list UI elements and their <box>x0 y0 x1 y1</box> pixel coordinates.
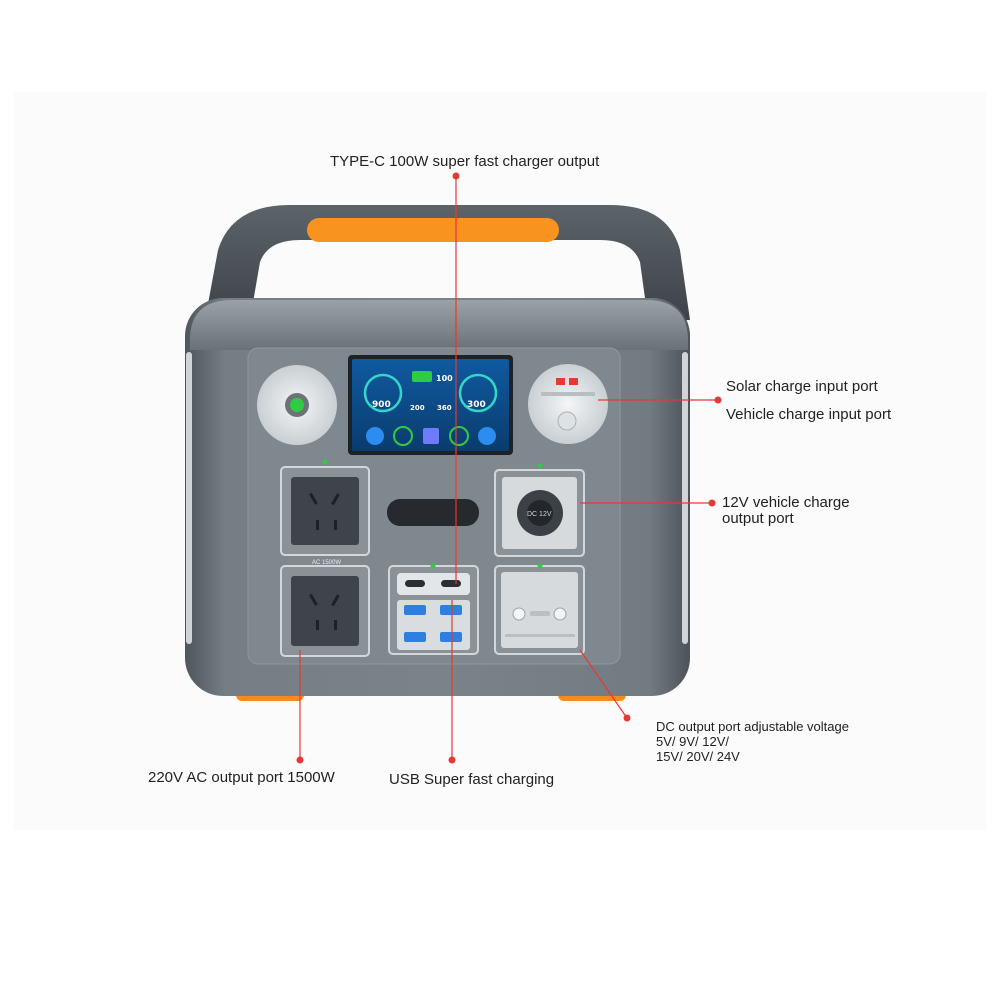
usb-a-port-3 <box>404 632 426 642</box>
lcd-screen: 100 900 300 200 360 <box>348 355 513 455</box>
screen-mid-right-value: 360 <box>437 404 452 412</box>
screen-battery-value: 100 <box>436 374 453 383</box>
callout-lines <box>299 176 718 760</box>
screen-icons-row <box>366 426 496 446</box>
usb-port-panel[interactable] <box>388 565 479 655</box>
right-gauge <box>458 373 498 413</box>
callout-12v-output-label-line2: output port <box>722 510 794 527</box>
ac-outlet-2[interactable] <box>280 565 370 657</box>
type-c-port-2 <box>441 580 461 587</box>
callout-12v-output-label-line1: 12V vehicle charge <box>722 494 850 511</box>
12v-vehicle-output-socket[interactable]: DC 12V <box>494 469 585 557</box>
callout-dc-label-line2: 5V/ 9V/ 12V/ <box>656 734 729 749</box>
screen-mid-left-value: 200 <box>410 404 425 412</box>
handle <box>205 205 690 320</box>
dc-adjustable-output-port[interactable] <box>494 565 585 655</box>
ac-outlet-1[interactable] <box>280 466 370 556</box>
led-light-bar <box>387 499 479 526</box>
ac-output-label: AC 1500W <box>312 560 341 566</box>
callout-vehicle-input-label: Vehicle charge input port <box>726 406 892 423</box>
callout-line-dc <box>579 649 628 719</box>
handle-grip <box>307 218 559 242</box>
callout-dc-label-line3: 15V/ 20V/ 24V <box>656 749 740 764</box>
solar-vehicle-input-port[interactable] <box>528 364 608 444</box>
screen-left-value: 900 <box>372 400 391 410</box>
callout-usb-label: USB Super fast charging <box>389 771 555 788</box>
usb-a-port-1 <box>404 605 426 615</box>
power-button[interactable] <box>257 365 337 445</box>
battery-icon <box>412 371 432 382</box>
callout-dc-label-line1: DC output port adjustable voltage <box>656 719 849 734</box>
usb-a-port-4 <box>440 632 462 642</box>
screen-right-value: 300 <box>467 400 486 410</box>
callout-solar-label: Solar charge input port <box>726 378 878 395</box>
callout-typec-label: TYPE-C 100W super fast charger output <box>330 153 600 170</box>
left-gauge <box>363 373 403 413</box>
type-c-port-1 <box>405 580 425 587</box>
usb-a-port-2 <box>440 605 462 615</box>
callout-ac-label: 220V AC output port 1500W <box>148 769 335 786</box>
dc-socket-label: DC 12V <box>527 511 552 518</box>
callout-dots <box>296 172 722 764</box>
